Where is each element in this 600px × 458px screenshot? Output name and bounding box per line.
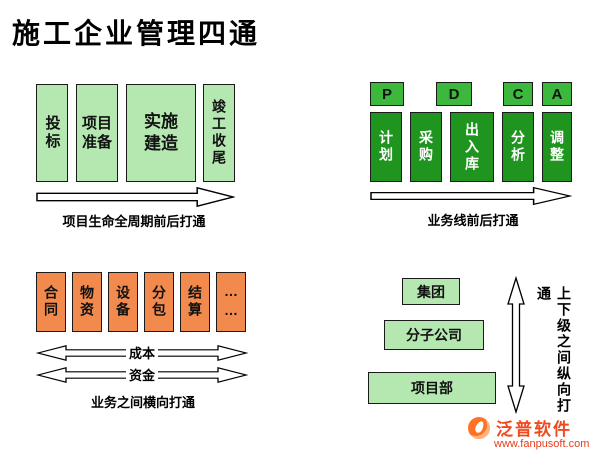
right-arrow-graphic [36, 186, 235, 208]
business-box: 设备 [108, 272, 138, 332]
diagram-title: 施工企业管理四通 [12, 19, 261, 50]
stage-label: 项目准备 [82, 114, 113, 152]
funds-arrow-label: 资金 [36, 367, 248, 385]
business-box: 合同 [36, 272, 66, 332]
pdca-box: C [503, 82, 533, 106]
org-box-subsidiary: 分子公司 [384, 320, 484, 350]
lifecycle-stage-box: 竣工收尾 [203, 84, 235, 182]
business-step-box: 调整 [542, 112, 572, 182]
cost-arrow-label: 成本 [36, 345, 248, 363]
business-step-box: 出入库 [450, 112, 494, 182]
pdca-box: P [370, 82, 404, 106]
right-arrow [370, 186, 572, 206]
business-box: 分包 [144, 272, 174, 332]
org-box-project-dept: 项目部 [368, 372, 496, 404]
right-arrow-graphic [370, 186, 572, 206]
business-box-more: …… [216, 272, 246, 332]
org-box-group: 集团 [402, 278, 460, 305]
fanpu-logo-icon [468, 417, 490, 439]
lifecycle-caption: 项目生命全周期前后打通 [62, 214, 206, 229]
vertical-caption: 上下级之间纵向打通 [536, 286, 572, 414]
lifecycle-stage-box: 实施建造 [126, 84, 196, 182]
business-step-box: 分析 [502, 112, 534, 182]
stage-label: 实施建造 [144, 111, 178, 153]
pdca-box: A [542, 82, 572, 106]
vertical-double-arrow [506, 276, 526, 414]
business-box: 结算 [180, 272, 210, 332]
lifecycle-stage-box: 项目准备 [76, 84, 118, 182]
right-arrow [36, 186, 235, 208]
horizontal-caption: 业务之间横向打通 [90, 395, 195, 410]
vertical-double-arrow-graphic [507, 276, 525, 414]
business-box: 物资 [72, 272, 102, 332]
watermark-brand: 泛普软件 [496, 420, 572, 439]
business-step-box: 计划 [370, 112, 402, 182]
business-line-caption: 业务线前后打通 [427, 213, 519, 228]
watermark-url: www.fanpusoft.com [494, 438, 590, 450]
pdca-box: D [436, 82, 472, 106]
business-step-box: 采购 [410, 112, 442, 182]
lifecycle-stage-box: 投标 [36, 84, 68, 182]
